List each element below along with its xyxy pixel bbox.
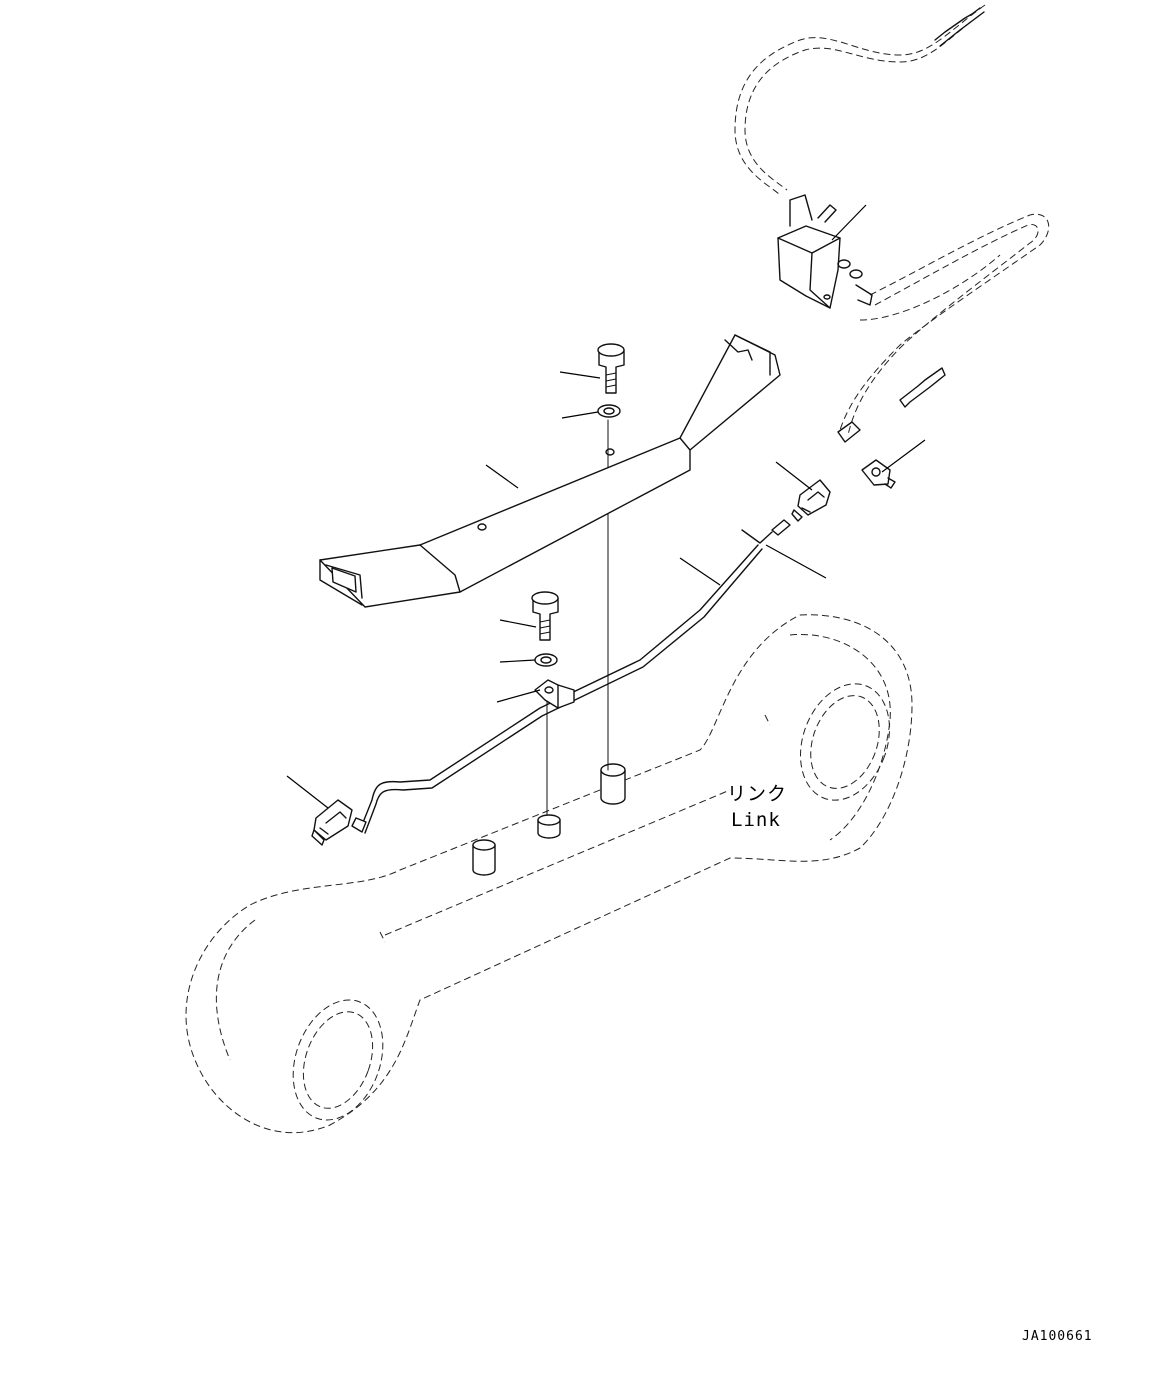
mounting-boss xyxy=(600,763,626,805)
bolt xyxy=(597,343,625,394)
grease-fitting xyxy=(861,459,896,489)
mounting-boss xyxy=(472,839,496,876)
valve-block xyxy=(777,194,873,309)
link-label-english: Link xyxy=(731,809,781,831)
link-body xyxy=(185,614,913,1134)
cover-guard xyxy=(319,334,781,608)
link-label-japanese: リンク xyxy=(727,783,787,805)
bolt xyxy=(531,591,559,641)
hydraulic-hose xyxy=(734,4,986,196)
adapter-fitting xyxy=(791,479,831,522)
grease-hose xyxy=(837,213,1050,443)
figure-code: JA100661 xyxy=(1022,1329,1093,1344)
mounting-boss xyxy=(537,814,561,839)
leader-lines xyxy=(286,204,926,809)
tube-clamp xyxy=(534,679,575,709)
adapter-fitting xyxy=(311,799,353,846)
washer xyxy=(534,653,558,667)
washer xyxy=(597,404,621,418)
